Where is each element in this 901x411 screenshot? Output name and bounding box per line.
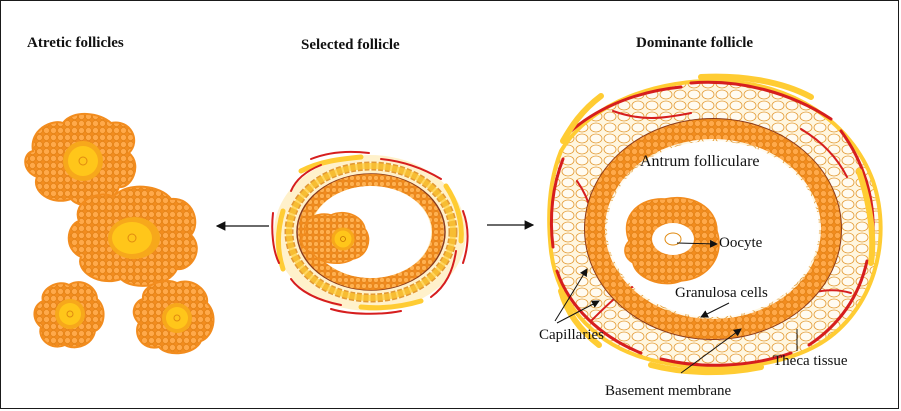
heading-dominant-follicle: Dominante follicle <box>636 35 753 52</box>
heading-atretic-follicles: Atretic follicles <box>27 35 124 52</box>
label-oocyte: Oocyte <box>719 235 762 252</box>
label-basement-membrane: Basement membrane <box>605 383 731 400</box>
atretic-follicle-2 <box>69 187 197 286</box>
label-capillaries: Capillaries <box>539 327 604 344</box>
atretic-follicle-3 <box>34 282 103 347</box>
heading-selected-follicle: Selected follicle <box>301 37 400 54</box>
label-antrum-folliculare: Antrum folliculare <box>640 153 760 171</box>
selected-follicle <box>272 152 467 314</box>
atretic-follicle-4 <box>134 281 214 353</box>
label-theca-tissue: Theca tissue <box>773 353 848 370</box>
label-granulosa-cells: Granulosa cells <box>675 285 768 302</box>
